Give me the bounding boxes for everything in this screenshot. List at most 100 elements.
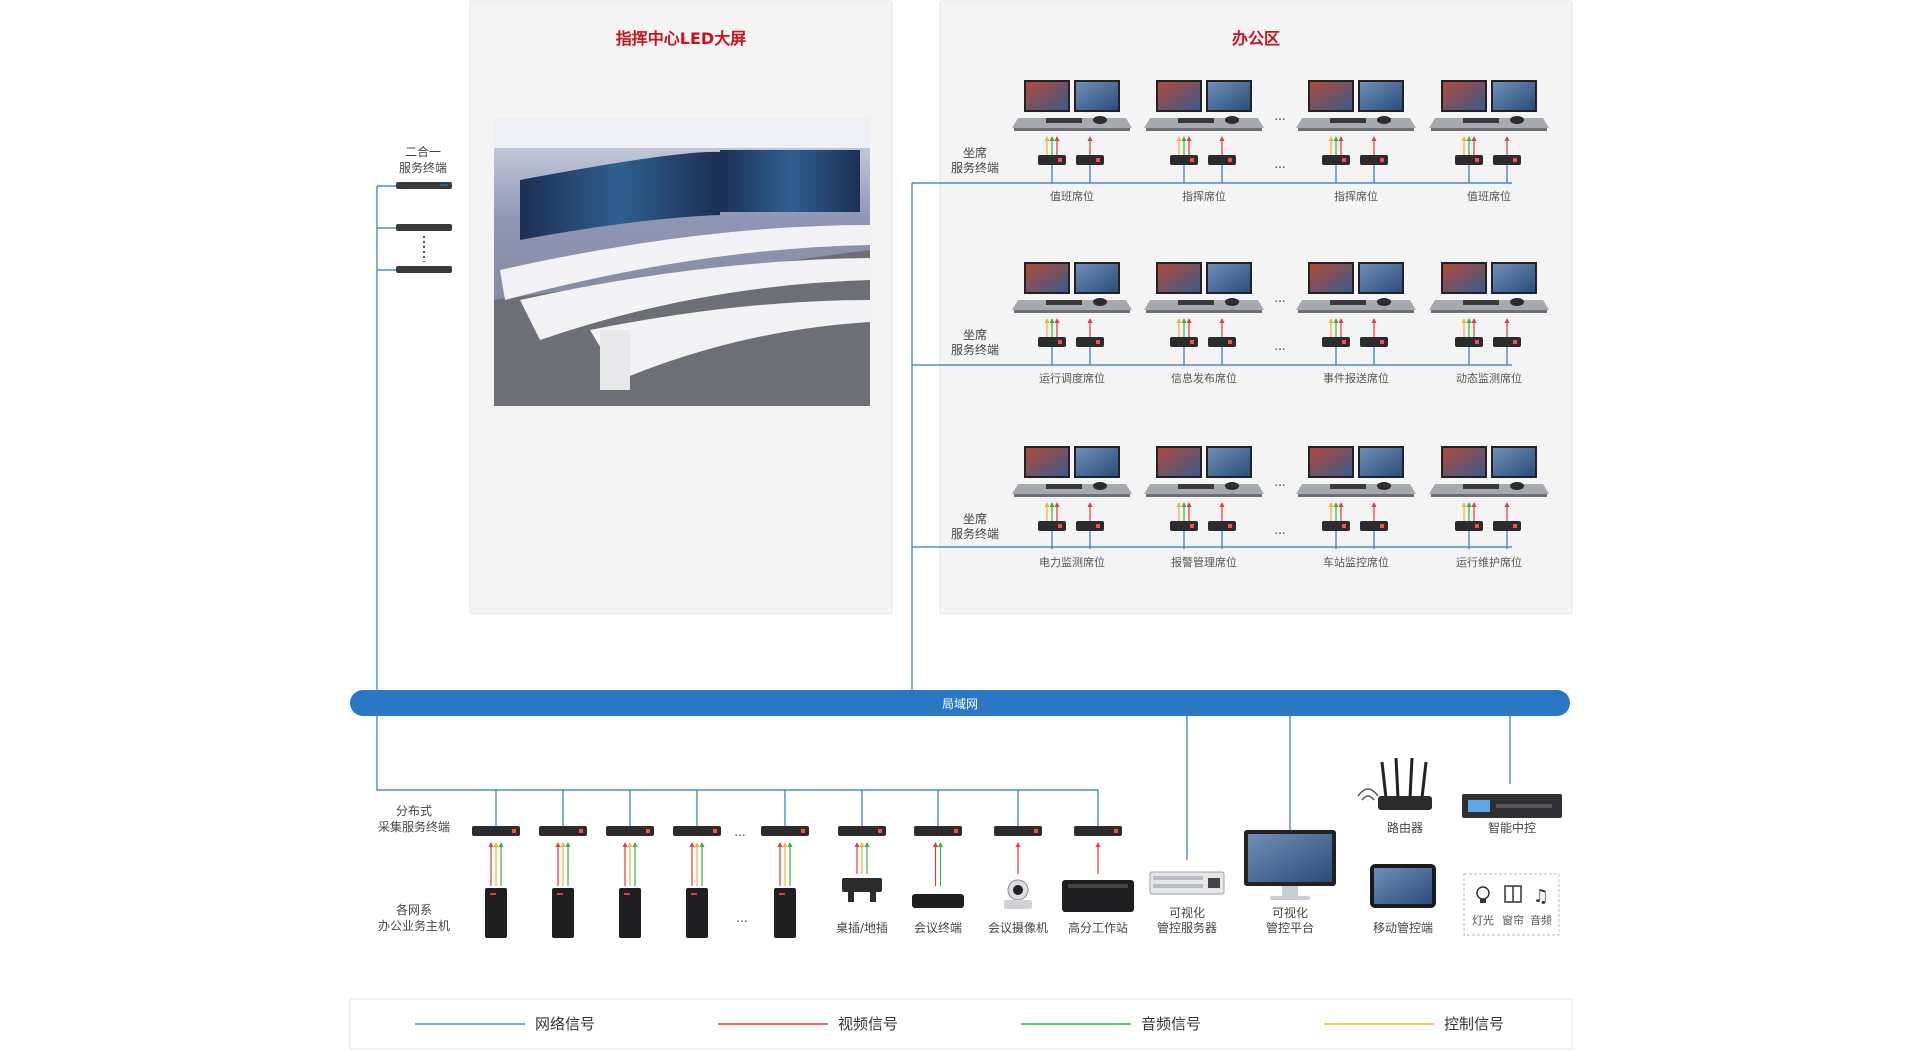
- office-title: 办公区: [1232, 29, 1280, 48]
- office-row: 坐席服务终端电力监测席位报警管理席位车站监控席位运行维护席位......: [951, 446, 1549, 569]
- audio-icon: ♫: [1533, 886, 1549, 907]
- control-item-audio: 音频: [1530, 913, 1552, 927]
- ellipsis: ...: [1274, 339, 1285, 353]
- seat-terminal-label: 坐席: [963, 511, 987, 526]
- seat-label: 值班席位: [1467, 189, 1511, 203]
- collector-terminal: [539, 790, 587, 938]
- collector-trunk: [376, 716, 1098, 791]
- seat-label: 电力监测席位: [1039, 555, 1105, 569]
- office-seat: 指挥席位: [1296, 80, 1416, 203]
- seat-label: 事件报送席位: [1323, 371, 1389, 385]
- wifi-icon: [1357, 788, 1379, 801]
- vis-platform-label-1: 可视化: [1272, 905, 1308, 920]
- seat-label: 车站监控席位: [1323, 555, 1389, 569]
- collector-terminal: [472, 790, 520, 938]
- collector-label-2: 采集服务终端: [378, 819, 450, 834]
- keyboard: [1046, 300, 1082, 305]
- keyboard: [1463, 300, 1499, 305]
- ellipsis: ...: [1274, 109, 1285, 123]
- mobile-control-icon: [1370, 864, 1436, 908]
- device-label: 桌插/地插: [836, 921, 888, 935]
- office-seat: 报警管理席位: [1144, 446, 1264, 569]
- host-tower: [774, 888, 796, 938]
- left-server-3: [396, 266, 452, 273]
- led-wall: [520, 151, 720, 240]
- vis-platform-label-2: 管控平台: [1266, 920, 1314, 935]
- vis-server-icon: [1149, 871, 1225, 895]
- legend-label: 网络信号: [535, 1015, 595, 1033]
- office-seat: 电力监测席位: [1012, 446, 1132, 569]
- lan-bus: [350, 690, 1570, 716]
- host-tower: [552, 888, 574, 938]
- device-group: 会议摄像机: [988, 790, 1048, 935]
- seat-terminal-label: 坐席: [963, 327, 987, 342]
- legend-label: 控制信号: [1444, 1015, 1504, 1033]
- keyboard: [1178, 484, 1214, 489]
- ellipsis: ...: [1274, 291, 1285, 305]
- command-center-title: 指挥中心LED大屏: [616, 29, 746, 48]
- keyboard: [1330, 300, 1366, 305]
- seat-label: 指挥席位: [1334, 189, 1378, 203]
- keyboard: [1463, 484, 1499, 489]
- keyboard: [1330, 118, 1366, 123]
- seat-terminal-label: 服务终端: [951, 526, 999, 541]
- device-label: 会议摄像机: [988, 920, 1048, 935]
- host-tower: [619, 888, 641, 938]
- office-seat: 信息发布席位: [1144, 262, 1264, 385]
- legend-item: 音频信号: [1021, 1015, 1201, 1033]
- device-label: 高分工作站: [1068, 920, 1128, 935]
- host-label-1: 各网系: [396, 902, 432, 917]
- left-server-1: [396, 182, 452, 189]
- ellipsis: ...: [736, 911, 747, 925]
- legend-item: 控制信号: [1324, 1015, 1504, 1033]
- vis-server-label-1: 可视化: [1169, 905, 1205, 920]
- ellipsis: ...: [1274, 475, 1285, 489]
- seat-label: 动态监测席位: [1456, 371, 1522, 385]
- office-links: [911, 182, 1512, 690]
- left-server-2: [396, 224, 452, 231]
- office-seat: 事件报送席位: [1296, 262, 1416, 385]
- office-seat: 指挥席位: [1144, 80, 1264, 203]
- keyboard: [1046, 118, 1082, 123]
- office-area: 坐席服务终端值班席位指挥席位指挥席位值班席位......坐席服务终端运行调度席位…: [951, 80, 1549, 569]
- seat-label: 值班席位: [1050, 189, 1094, 203]
- lan-bus-label: 局域网: [942, 697, 978, 711]
- svg-text:♫: ♫: [1533, 886, 1549, 907]
- legend-item: 视频信号: [718, 1015, 898, 1033]
- command-center-photo: [494, 118, 870, 406]
- office-row: 坐席服务终端值班席位指挥席位指挥席位值班席位......: [951, 80, 1549, 203]
- curtain-icon: [1504, 885, 1522, 903]
- seat-label: 运行调度席位: [1039, 371, 1105, 385]
- seat-label: 信息发布席位: [1171, 371, 1237, 385]
- router-icon: [1357, 757, 1432, 810]
- keyboard: [1330, 484, 1366, 489]
- control-item-curtain: 窗帘: [1502, 913, 1524, 927]
- device-group: 会议终端: [912, 790, 964, 935]
- office-seat: 值班席位: [1012, 80, 1132, 203]
- mobile-control-label: 移动管控端: [1373, 920, 1433, 935]
- light-icon: [1476, 886, 1490, 903]
- seat-label: 指挥席位: [1182, 189, 1226, 203]
- left-server-label-1: 二合一: [405, 144, 441, 159]
- ellipsis: ...: [734, 825, 745, 839]
- ellipsis: ...: [1274, 523, 1285, 537]
- smart-control-icon: [1462, 794, 1562, 818]
- host-label-2: 办公业务主机: [378, 918, 450, 933]
- host-tower: [686, 888, 708, 938]
- keyboard: [1178, 118, 1214, 123]
- vis-server-label-2: 管控服务器: [1157, 920, 1217, 935]
- office-row: 坐席服务终端运行调度席位信息发布席位事件报送席位动态监测席位......: [951, 262, 1549, 385]
- legend-item: 网络信号: [415, 1015, 595, 1033]
- floor-socket-icon: [842, 878, 882, 892]
- host-tower: [485, 888, 507, 938]
- collector-terminal: [606, 790, 654, 938]
- vis-platform-icon: [1244, 830, 1336, 900]
- conference-terminal-icon: [912, 894, 964, 908]
- office-seat: 运行调度席位: [1012, 262, 1132, 385]
- legend-label: 音频信号: [1141, 1015, 1201, 1033]
- collector-label-1: 分布式: [396, 804, 432, 818]
- keyboard: [1463, 118, 1499, 123]
- keyboard: [1178, 300, 1214, 305]
- seat-terminal-label: 坐席: [963, 145, 987, 160]
